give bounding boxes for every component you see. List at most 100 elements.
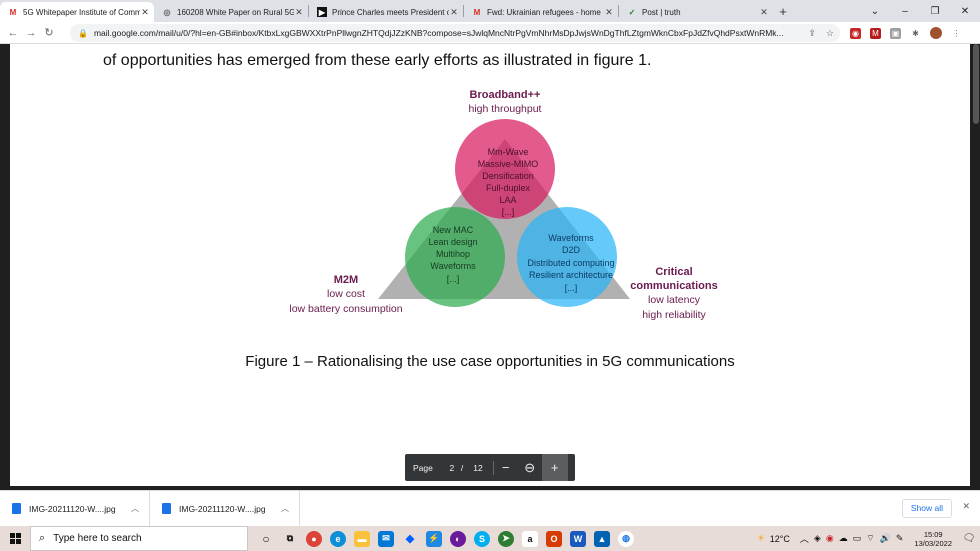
zoom-in-button[interactable]: +	[541, 454, 568, 481]
browser-toolbar: ← → ↻ 🔒 mail.google.com/mail/u/0/?hl=en-…	[0, 22, 980, 44]
menu-icon[interactable]: ⋮	[951, 27, 962, 39]
puzzle-icon[interactable]: ✱	[910, 27, 921, 39]
blue-circle	[517, 207, 617, 307]
left-label-line: low battery consumption	[289, 303, 402, 315]
zoom-out-button[interactable]: −	[501, 460, 510, 475]
right-label-title: Critical	[655, 266, 692, 278]
scrollbar-thumb[interactable]	[973, 44, 979, 124]
skype-icon[interactable]: S	[474, 530, 490, 547]
amazon-icon[interactable]: a	[522, 530, 538, 547]
time: 15:09	[923, 529, 943, 539]
blue-item: Distributed computing	[527, 258, 614, 268]
word-icon[interactable]: W	[570, 530, 586, 547]
chevron-up-icon[interactable]: ︿	[131, 504, 139, 513]
restore-button[interactable]: ❐	[930, 5, 940, 17]
address-bar[interactable]: 🔒 mail.google.com/mail/u/0/?hl=en-GB#inb…	[70, 24, 840, 42]
close-tab-icon[interactable]: ✕	[295, 6, 303, 17]
pdf-viewer: of opportunities has emerged from these …	[0, 44, 980, 490]
pen-icon[interactable]: ✎	[895, 533, 904, 543]
tab-4[interactable]: ✓ Post | truth ✕	[619, 2, 773, 22]
gmail-icon: M	[473, 7, 481, 17]
bookmark-star-icon[interactable]: ☆	[825, 27, 834, 38]
tab-3[interactable]: M Fwd: Ukrainian refugees - home ✕	[464, 2, 618, 22]
taskbar-search[interactable]: ⌕ Type here to search	[30, 526, 248, 551]
red-item: [...]	[502, 207, 515, 217]
red-circle	[455, 119, 555, 219]
chevron-up-icon[interactable]: ︿	[799, 534, 809, 544]
close-tab-icon[interactable]: ✕	[760, 6, 768, 17]
reload-icon[interactable]: ↻	[44, 27, 54, 39]
chevron-up-icon[interactable]: ︿	[281, 504, 289, 513]
tab-0[interactable]: M 5G Whitepaper Institute of Comm ✕	[0, 2, 154, 22]
maps-icon[interactable]: ➤	[498, 530, 514, 547]
weather-icon[interactable]: ☀	[756, 533, 765, 543]
dropbox-icon[interactable]: ◆	[405, 533, 415, 545]
profile-avatar[interactable]	[930, 27, 942, 39]
search-icon: ⌕	[39, 532, 46, 544]
download-bar: IMG-20211120-W....jpg ︿ IMG-20211120-W..…	[0, 490, 980, 527]
temperature[interactable]: 12°C	[769, 533, 790, 544]
lock-icon: 🔒	[78, 28, 88, 38]
tab-strip: M 5G Whitepaper Institute of Comm ✕ ◎ 16…	[0, 0, 980, 22]
cortana-icon[interactable]: ○	[262, 531, 270, 546]
close-tab-icon[interactable]: ✕	[141, 6, 149, 17]
system-tray: ☀ 12°C ︿ ◈ ◉ ☁ ▭ ⌔ 🔊 ✎ 15:09 13/03/2022 …	[757, 526, 980, 551]
taskbar: ⌕ Type here to search ○ ⧉ ● e ▬ ✉ ◆ ⚡ ◐ …	[0, 526, 980, 551]
truth-icon: ✓	[628, 7, 636, 17]
dropbox-tray-icon[interactable]: ◈	[813, 533, 821, 543]
minimize-button[interactable]: –	[902, 5, 908, 17]
download-item[interactable]: IMG-20211120-W....jpg ︿	[150, 490, 300, 527]
tab-divider	[308, 5, 309, 17]
new-tab-button[interactable]: +	[779, 3, 787, 19]
forward-icon[interactable]: →	[25, 26, 37, 39]
edge-icon[interactable]: e	[330, 530, 346, 547]
task-view-icon[interactable]: ⧉	[286, 533, 294, 543]
browser-icon[interactable]: ◍	[618, 530, 634, 547]
tab-title: 160208 White Paper on Rural 5G	[177, 7, 294, 17]
security-icon[interactable]: ◉	[825, 533, 834, 543]
stocks-icon[interactable]: ⚡	[426, 530, 442, 547]
clock[interactable]: 15:09 13/03/2022	[914, 530, 952, 548]
tab-2[interactable]: ▶ Prince Charles meets President o ✕	[309, 2, 463, 22]
close-window-button[interactable]: ✕	[960, 5, 970, 17]
close-tab-icon[interactable]: ✕	[605, 6, 613, 17]
zoom-fit-icon[interactable]: ⊖	[524, 459, 536, 475]
battery-icon[interactable]: ▭	[852, 533, 862, 543]
search-placeholder: Type here to search	[53, 533, 142, 544]
blue-item: D2D	[562, 245, 581, 255]
extensions-bar: ◉ M ▣ ✱ ⋮	[850, 22, 962, 44]
volume-icon[interactable]: 🔊	[879, 533, 891, 543]
start-button[interactable]	[0, 533, 30, 544]
mail-icon[interactable]: ✉	[378, 530, 394, 547]
office-icon[interactable]: O	[546, 530, 562, 547]
show-all-button[interactable]: Show all	[901, 499, 952, 518]
download-filename: IMG-20211120-W....jpg	[29, 503, 116, 514]
left-label-line: low cost	[327, 288, 365, 300]
tab-1[interactable]: ◎ 160208 White Paper on Rural 5G ✕	[154, 2, 308, 22]
shield-icon[interactable]: M	[870, 27, 881, 39]
file-explorer-icon[interactable]: ▬	[354, 530, 370, 547]
media-icon[interactable]: ◐	[450, 530, 466, 547]
share-icon[interactable]: ⇪	[808, 27, 816, 38]
window-controls: ⌄ – ❐ ✕	[860, 0, 980, 22]
photos-icon[interactable]: ▲	[594, 530, 610, 547]
back-icon[interactable]: ←	[7, 26, 19, 39]
date: 13/03/2022	[914, 538, 952, 548]
close-icon[interactable]: ✕	[962, 501, 970, 511]
image-file-icon	[12, 503, 21, 514]
right-label-line: high reliability	[642, 309, 706, 321]
page-number-input[interactable]: 2	[449, 462, 455, 473]
onedrive-icon[interactable]: ☁	[838, 533, 848, 543]
wifi-icon[interactable]: ⌔	[866, 533, 875, 543]
download-filename: IMG-20211120-W....jpg	[179, 503, 266, 514]
green-item: Lean design	[428, 237, 477, 247]
left-label-title: M2M	[334, 274, 358, 286]
extension-icon[interactable]: ▣	[890, 27, 901, 39]
extension-icon[interactable]: ◉	[850, 27, 861, 39]
notifications-icon[interactable]: 🗨	[962, 533, 976, 544]
tab-divider	[618, 5, 619, 17]
tab-search-button[interactable]: ⌄	[870, 5, 880, 17]
close-tab-icon[interactable]: ✕	[450, 6, 458, 17]
chrome-icon[interactable]: ●	[306, 530, 322, 547]
download-item[interactable]: IMG-20211120-W....jpg ︿	[0, 490, 150, 527]
